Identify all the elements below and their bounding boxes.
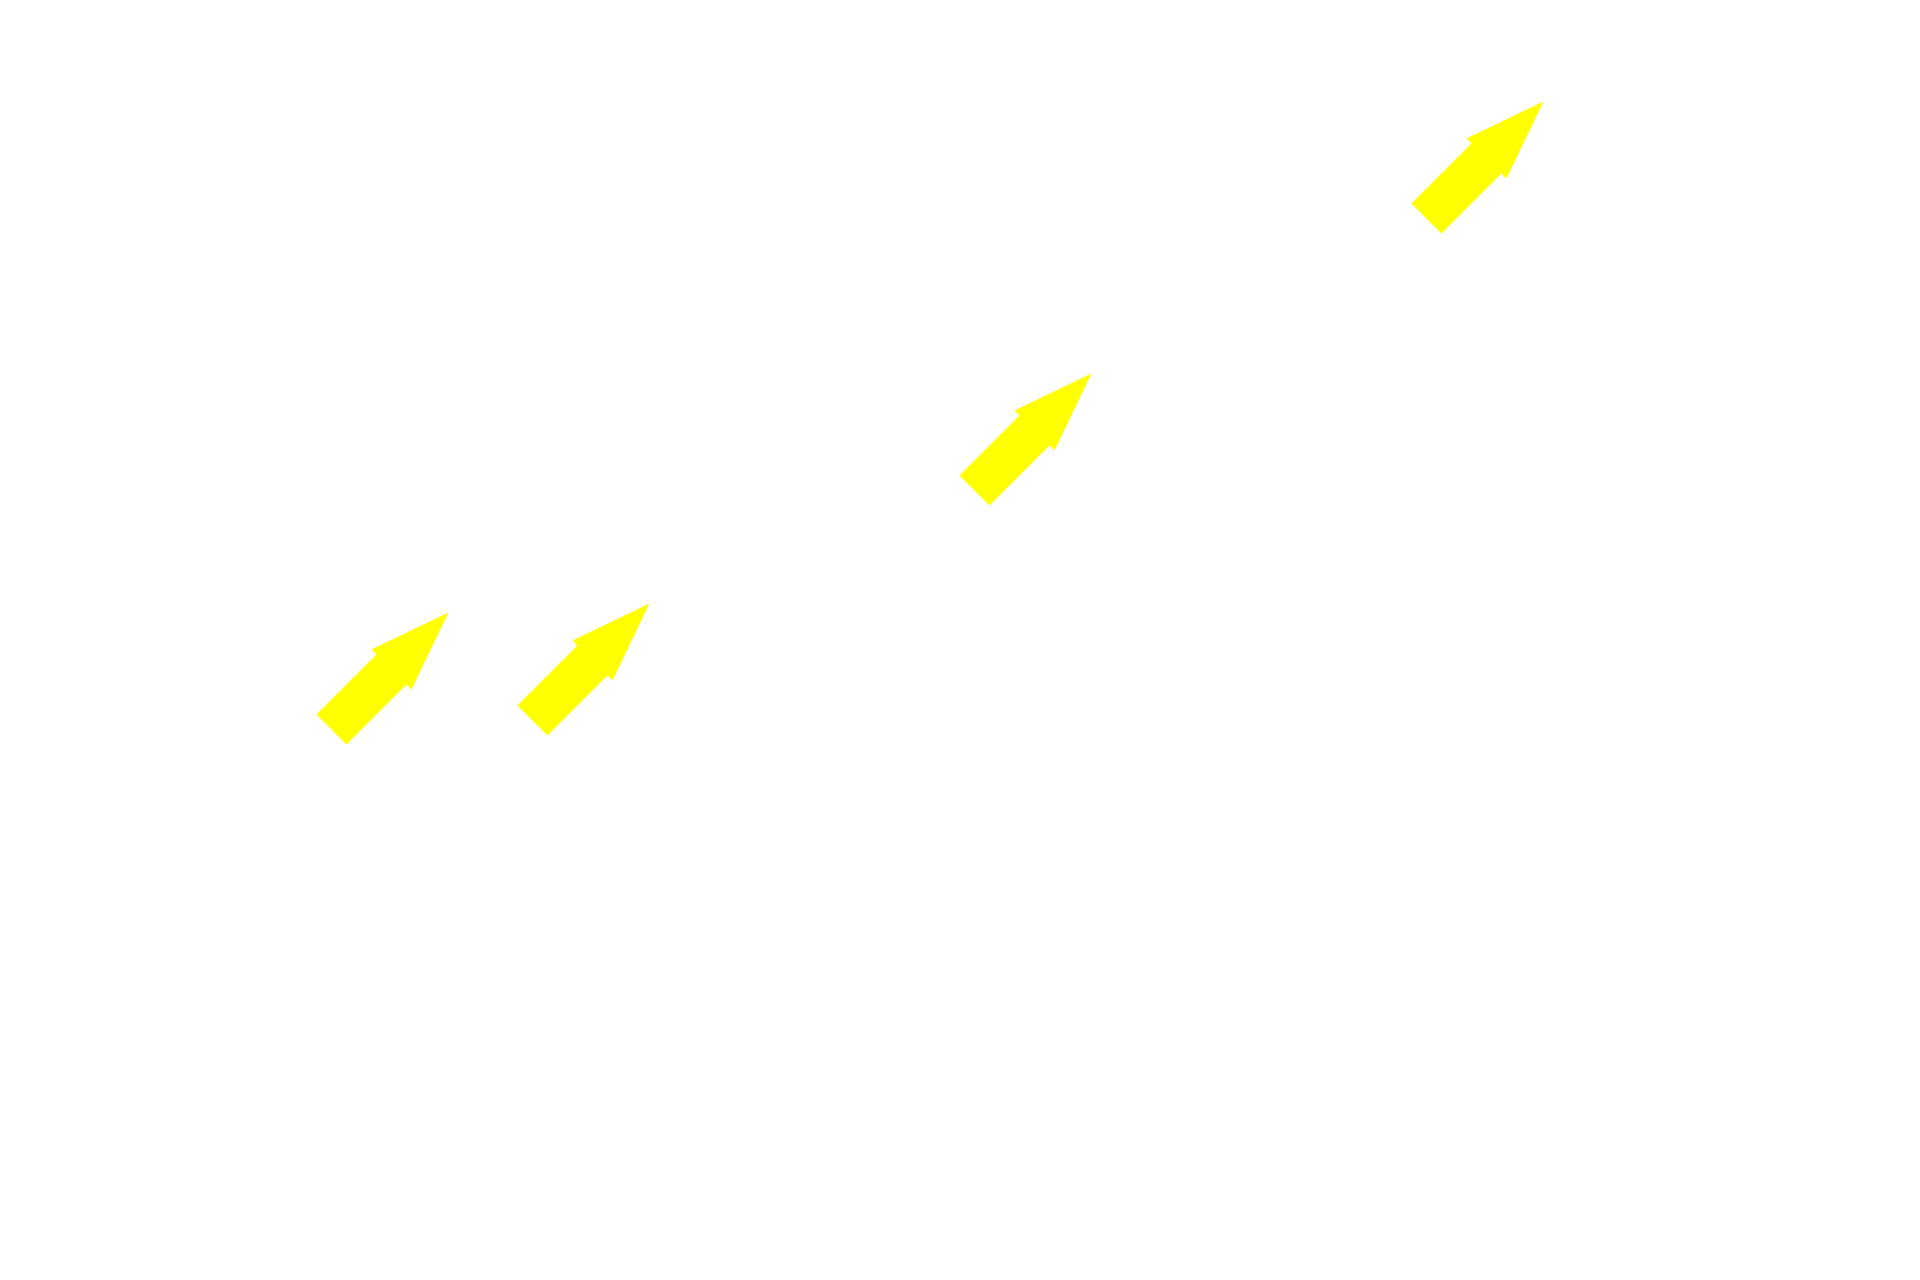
arrow-up-right-icon [517, 603, 650, 736]
arrow-up-right-icon [316, 612, 449, 745]
arrow-up-right-icon [959, 373, 1092, 506]
arrow-up-right-icon [1411, 101, 1544, 234]
